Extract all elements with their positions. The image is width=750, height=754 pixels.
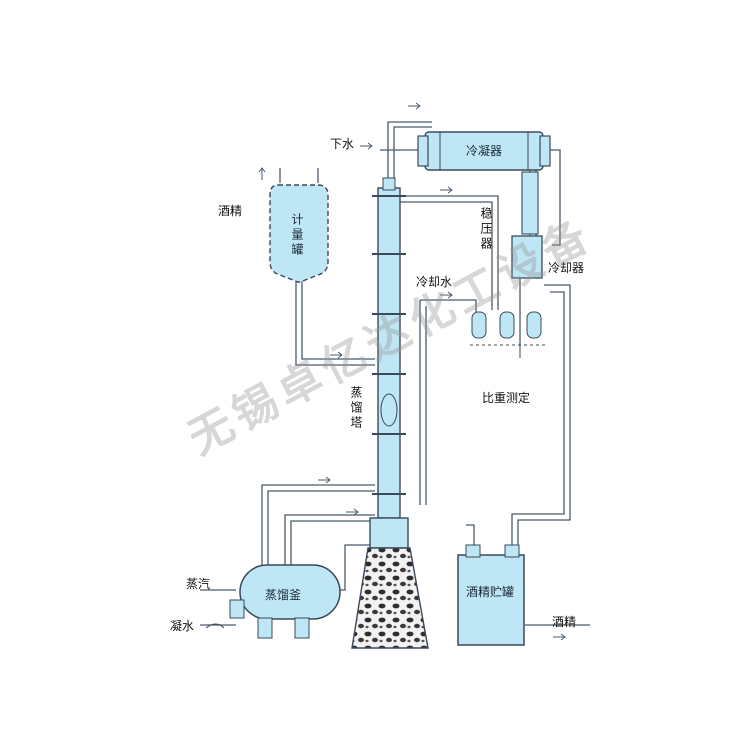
arrow-2 (360, 142, 373, 150)
storage-tank-shape (457, 544, 525, 646)
condenser-return-pipe (550, 149, 561, 246)
arrow-6 (318, 476, 331, 484)
condenser-unit (417, 131, 551, 171)
label-condenser: 冷凝器 (466, 144, 503, 158)
metering-tank-shape (269, 184, 329, 283)
arrow-7 (346, 508, 359, 516)
label-condensate: 凝水 (170, 619, 195, 633)
arrow-4 (440, 186, 453, 194)
cooler-to-storage-2 (511, 291, 565, 555)
label-still-kettle: 蒸馏釜 (265, 588, 302, 602)
cooler-to-storage (517, 284, 571, 555)
arrow-1 (408, 102, 421, 110)
sight-glasses (470, 311, 548, 358)
still-vapor-pipe (261, 484, 375, 565)
arrow-5 (330, 351, 343, 359)
label-cooling-water: 冷却水 (416, 275, 453, 289)
still-reflux-pipe-2 (290, 520, 375, 565)
cooler-unit (511, 171, 543, 279)
feed-pipe (295, 280, 375, 366)
still-kettle-shape (205, 564, 341, 639)
reflux-pipe (400, 195, 499, 310)
feed-pipe-2 (301, 280, 375, 360)
cooling-water-pipe (420, 299, 477, 315)
flow-arrows (258, 102, 566, 641)
packing-base (351, 547, 429, 649)
arrow-3 (258, 167, 266, 180)
label-steam: 蒸汽 (186, 577, 211, 591)
label-specific-gravity: 比重测定 (482, 391, 531, 405)
label-cooler: 冷却器 (548, 261, 585, 275)
label-alcohol-out: 酒精 (552, 615, 577, 629)
label-storage-tank: 酒精贮罐 (466, 585, 515, 599)
label-metering-tank: 计量罐 (290, 213, 304, 258)
label-distillation-tower: 蒸馏塔 (349, 386, 363, 431)
arrow-9 (553, 633, 566, 641)
still-vapor-pipe-2 (267, 490, 375, 565)
label-upper-water: 下水 (330, 137, 355, 151)
vapor-pipe (387, 121, 432, 185)
reflux-pipe-2 (400, 201, 493, 310)
arrow-8 (440, 291, 453, 299)
vapor-pipe-inner (393, 126, 432, 185)
still-reflux-pipe (284, 514, 375, 565)
label-stabilizer: 稳压器 (479, 207, 493, 252)
distillation-tower (369, 177, 409, 549)
tank-nozzles (279, 168, 319, 183)
label-alcohol-in: 酒精 (218, 204, 243, 218)
